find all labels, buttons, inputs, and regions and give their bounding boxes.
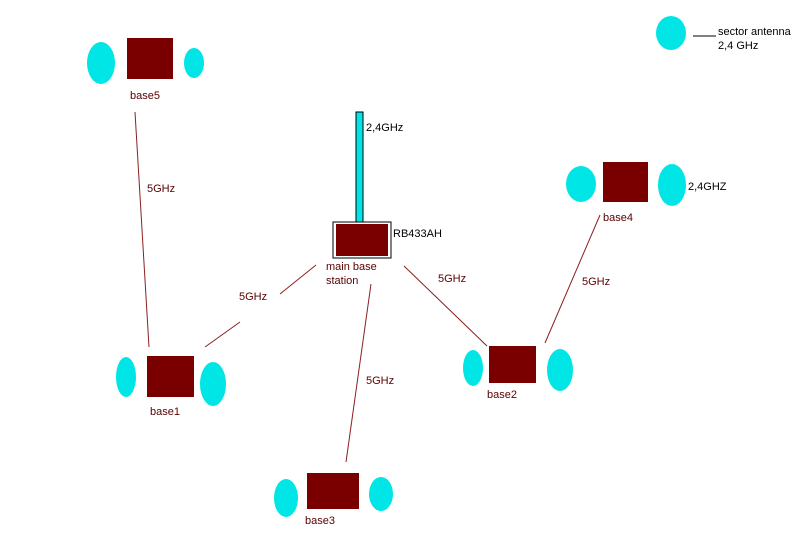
base4-antenna-label: 2,4GHZ [688, 181, 727, 193]
link-base2-base4 [544, 214, 601, 344]
node-base2: base2 [463, 346, 573, 401]
legend-text-line2: 2,4 GHz [718, 40, 758, 52]
base5-box [127, 38, 173, 79]
main-model-label: RB433AH [393, 228, 442, 240]
link-main-base1-a [279, 264, 317, 295]
base4-box [603, 162, 648, 202]
base2-label: base2 [487, 389, 517, 401]
link-main-base2 [403, 265, 488, 347]
base1-antenna-left-icon [116, 357, 136, 397]
link-label-base1-base5: 5GHz [147, 183, 175, 195]
base1-antenna-right-icon [200, 362, 226, 406]
base3-box [307, 473, 359, 509]
link-labels: 5GHz 5GHz 5GHz 5GHz 5GHz [147, 183, 610, 387]
base5-antenna-right-icon [184, 48, 204, 78]
main-antenna-label: 2,4GHz [366, 122, 403, 134]
main-name-line2: station [326, 275, 358, 287]
base5-label: base5 [130, 90, 160, 102]
base3-label: base3 [305, 515, 335, 527]
link-label-main-base3: 5GHz [366, 375, 394, 387]
link-label-base2-base4: 5GHz [582, 276, 610, 288]
legend-text-line1: sector antenna [718, 26, 792, 38]
link-label-main-base2: 5GHz [438, 273, 466, 285]
base3-antenna-left-icon [274, 479, 298, 517]
main-name-line1: main base [326, 261, 377, 273]
link-label-main-base1: 5GHz [239, 291, 267, 303]
links [134, 111, 601, 463]
base1-box [147, 356, 194, 397]
base2-box [489, 346, 536, 383]
base5-antenna-left-icon [87, 42, 115, 84]
link-main-base1-b [204, 321, 241, 348]
base4-label: base4 [603, 212, 633, 224]
base2-antenna-left-icon [463, 350, 483, 386]
main-base-station: 2,4GHz RB433AH main base station [326, 111, 442, 287]
link-main-base3 [345, 283, 372, 463]
base1-label: base1 [150, 406, 180, 418]
node-base5: base5 [87, 38, 204, 102]
node-base3: base3 [274, 473, 393, 527]
base3-antenna-right-icon [369, 477, 393, 511]
legend: sector antenna 2,4 GHz [656, 16, 792, 52]
base4-antenna-left-icon [566, 166, 596, 202]
base4-antenna-right-icon [658, 164, 686, 206]
link-base5-base1 [134, 111, 150, 348]
node-base1: base1 [116, 356, 226, 418]
legend-antenna-icon [656, 16, 686, 50]
main-box [336, 224, 388, 256]
base2-antenna-right-icon [547, 349, 573, 391]
node-base4: 2,4GHZ base4 [566, 162, 727, 224]
main-antenna-mast [355, 111, 364, 223]
